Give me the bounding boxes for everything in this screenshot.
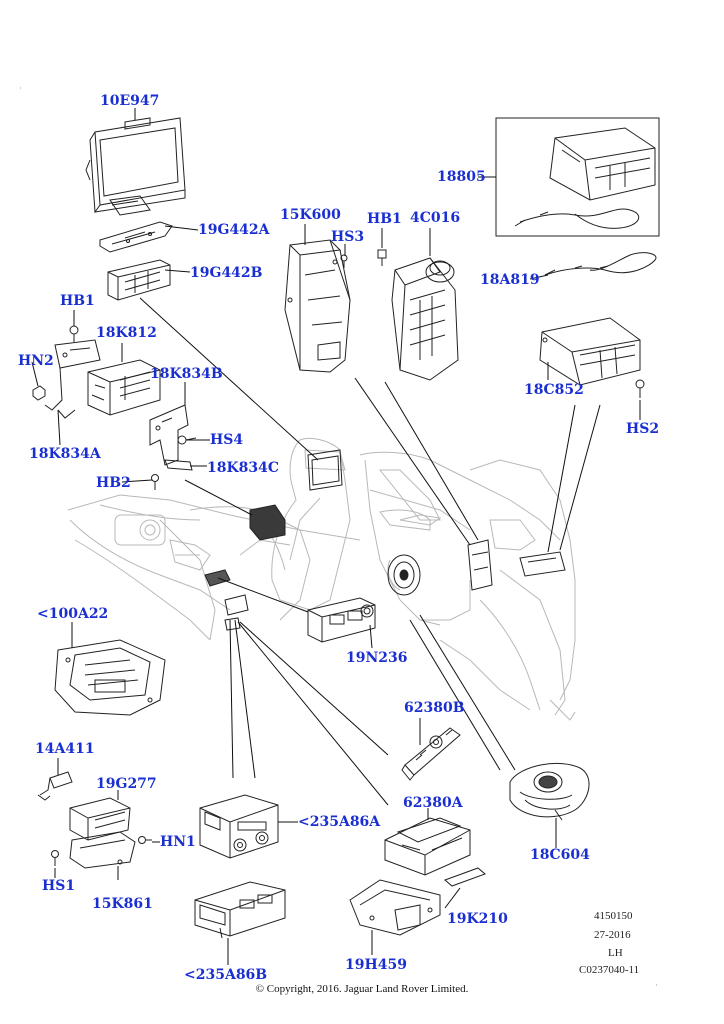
info-line-2: 27-2016 — [594, 929, 631, 941]
label-HS1: HS1 — [42, 878, 76, 894]
label-18C852: 18C852 — [524, 382, 584, 398]
label-19G442A: 19G442A — [198, 222, 270, 238]
part-18C604-drawing — [509, 762, 590, 821]
label-4C016: 4C016 — [410, 210, 461, 226]
part-18K834A-drawing — [44, 339, 101, 419]
label-18K834B: 18K834B — [150, 366, 223, 382]
part-15K861-drawing — [69, 831, 136, 869]
label-14A411: 14A411 — [35, 741, 95, 757]
label-18K834C: 18K834C — [207, 460, 280, 476]
part-18805-drawing — [495, 117, 660, 237]
part-18K834C-drawing — [164, 459, 193, 471]
label-HS4: HS4 — [210, 432, 244, 448]
label-19N236: 19N236 — [346, 650, 408, 666]
label-100A22: <100A22 — [37, 606, 109, 622]
label-235A86A: <235A86A — [298, 814, 381, 830]
label-HS2: HS2 — [626, 421, 660, 437]
part-235A86A-drawing — [199, 794, 279, 859]
part-19K210-drawing — [444, 867, 486, 887]
label-HN2: HN2 — [18, 353, 54, 369]
fastener-HS1-drawing — [51, 850, 59, 866]
part-15K600-drawing — [284, 239, 351, 373]
label-HB1-left: HB1 — [60, 293, 95, 309]
part-10E947-drawing — [85, 117, 186, 216]
info-line-3: LH — [608, 947, 623, 959]
fastener-HN1-drawing — [138, 836, 152, 844]
label-HN1: HN1 — [160, 834, 196, 850]
label-62380B: 62380B — [404, 700, 465, 716]
installed-speaker — [387, 554, 421, 596]
label-18805: 18805 — [437, 169, 486, 185]
part-14A411-drawing — [37, 771, 73, 801]
label-HS3: HS3 — [331, 229, 365, 245]
fastener-HS3-drawing — [340, 254, 348, 268]
label-15K861: 15K861 — [92, 896, 153, 912]
part-19G277-drawing — [69, 797, 131, 841]
label-18K834A: 18K834A — [29, 446, 101, 462]
label-62380A: 62380A — [403, 795, 463, 811]
part-62380A-drawing — [384, 817, 471, 876]
copyright-notice: © Copyright, 2016. Jaguar Land Rover Lim… — [255, 983, 469, 995]
installed-console-module — [249, 504, 286, 541]
installed-rear-module-left — [467, 539, 493, 591]
label-235A86B: <235A86B — [184, 967, 268, 983]
part-100A22-drawing — [54, 639, 166, 716]
part-62380B-drawing — [401, 727, 461, 781]
info-line-4: C0237040-11 — [579, 964, 640, 976]
label-15K600: 15K600 — [280, 207, 341, 223]
part-235A86B-drawing — [194, 881, 286, 939]
leader-lines — [31, 108, 641, 965]
part-19G442B-drawing — [107, 259, 171, 301]
part-4C016-drawing — [391, 257, 459, 381]
part-18A819-drawing — [544, 252, 657, 276]
part-18C852-drawing — [539, 317, 641, 386]
installed-headrest-screen — [307, 449, 343, 491]
label-10E947: 10E947 — [100, 93, 160, 109]
part-19G442A-drawing — [99, 221, 173, 253]
label-18K812: 18K812 — [96, 325, 157, 341]
label-19H459: 19H459 — [345, 957, 407, 973]
fastener-HB2-drawing — [151, 474, 159, 490]
label-18A819: 18A819 — [480, 272, 540, 288]
label-19K210: 19K210 — [447, 911, 508, 927]
installed-rear-module-right — [519, 551, 566, 577]
label-HB1-right: HB1 — [367, 211, 402, 227]
part-19N236-drawing — [307, 597, 376, 643]
installed-console-switch — [204, 569, 249, 631]
label-19G277: 19G277 — [96, 776, 157, 792]
part-18K834B-drawing — [149, 404, 189, 466]
label-HB2: HB2 — [96, 475, 131, 491]
label-19G442B: 19G442B — [190, 265, 263, 281]
fastener-HB1-right-drawing — [377, 249, 387, 266]
part-19H459-drawing — [349, 879, 441, 936]
fastener-HB1-left-drawing — [69, 325, 79, 342]
fastener-HS2-drawing — [635, 379, 645, 398]
label-18C604: 18C604 — [530, 847, 590, 863]
part-18K812-drawing — [87, 359, 161, 416]
fastener-HN2-drawing — [32, 385, 46, 401]
info-line-1: 4150150 — [594, 910, 633, 922]
